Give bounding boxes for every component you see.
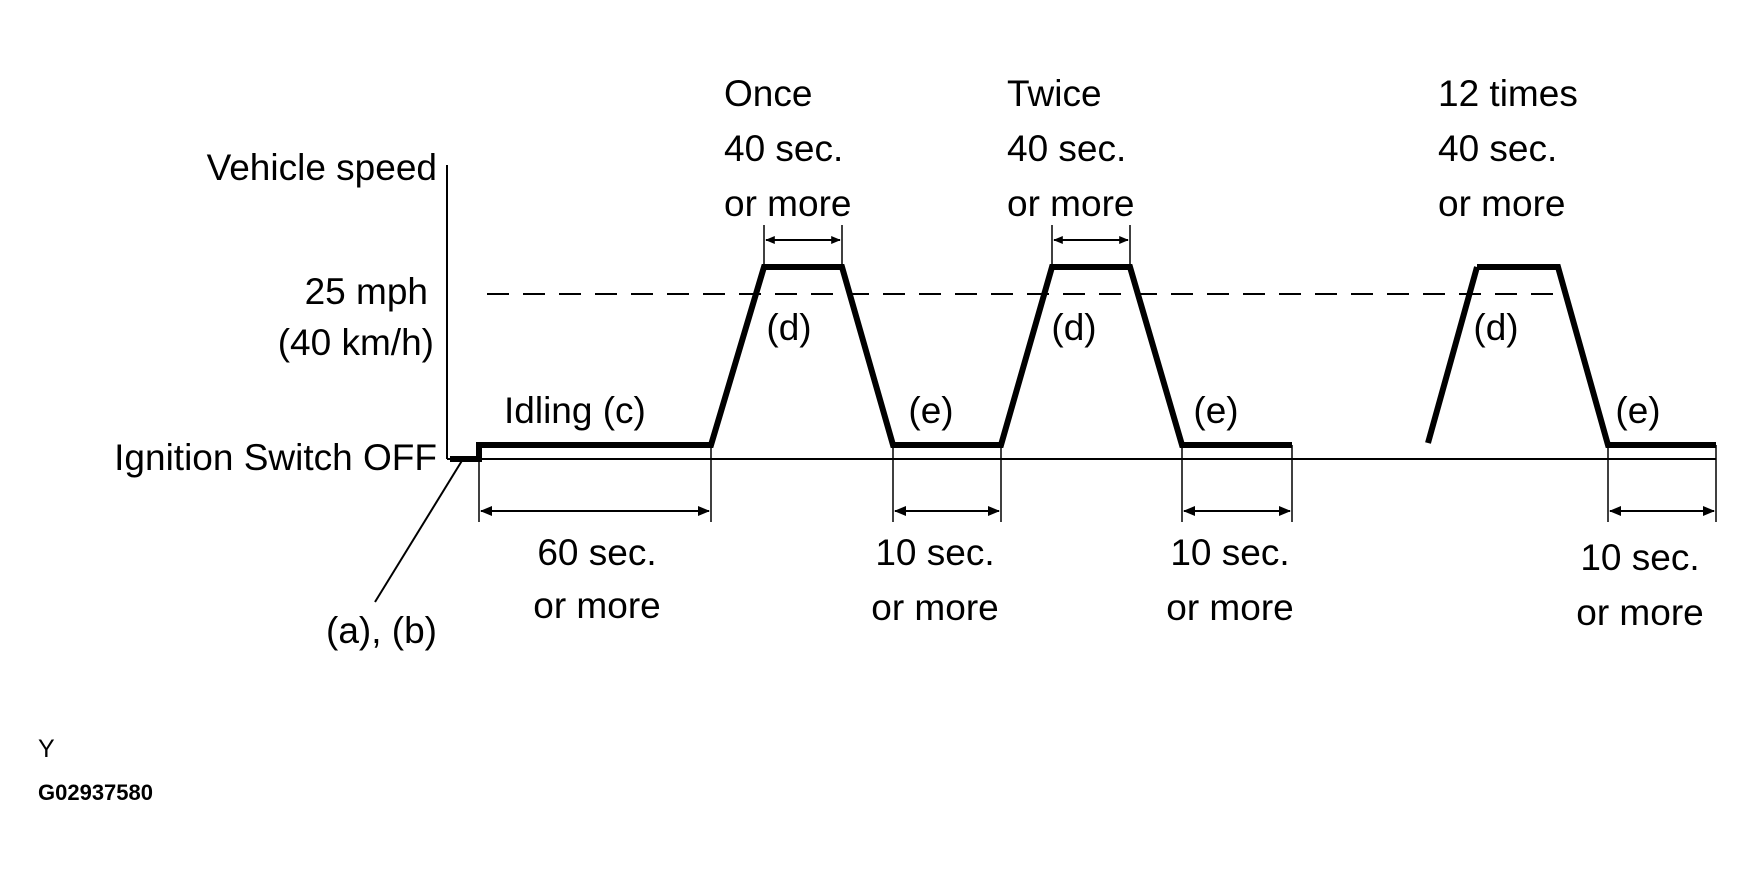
cycle-2-duration-line1: 40 sec.: [1007, 128, 1126, 169]
stop-1-duration-line2: or more: [871, 587, 998, 628]
stop-2-duration-line1: 10 sec.: [1170, 532, 1289, 573]
speed-profile-resume: [1425, 266, 1480, 444]
stop-2-duration-line2: or more: [1166, 587, 1293, 628]
cycle-count-12-times: 12 times: [1438, 73, 1578, 114]
speed-profile-final: [1477, 264, 1716, 448]
stop-3-duration-line2: or more: [1576, 592, 1703, 633]
baseline-label: Ignition Switch OFF: [114, 437, 437, 478]
idling-duration-line1: 60 sec.: [537, 532, 656, 573]
speed-label-kmh: (40 km/h): [278, 322, 434, 363]
cycle-1-duration-line2: or more: [724, 183, 851, 224]
stop-label-1: (e): [908, 390, 953, 431]
footer-letter: Y: [38, 735, 55, 763]
speed-label-mph: 25 mph: [305, 271, 428, 312]
cycle-2-duration-line2: or more: [1007, 183, 1134, 224]
cycle-1-duration-line1: 40 sec.: [724, 128, 843, 169]
stop-1-duration-line1: 10 sec.: [875, 532, 994, 573]
idling-label: Idling (c): [504, 390, 646, 431]
drive-label-1: (d): [766, 307, 811, 348]
start-label: (a), (b): [326, 610, 437, 651]
stop-3-duration-line1: 10 sec.: [1580, 537, 1699, 578]
y-axis-label: Vehicle speed: [207, 147, 437, 188]
cycle-3-duration-line2: or more: [1438, 183, 1565, 224]
cycle-count-once: Once: [724, 73, 812, 114]
drive-label-3: (d): [1473, 307, 1518, 348]
start-leader-line: [374, 458, 464, 603]
stop-label-2: (e): [1193, 390, 1238, 431]
idling-duration-line2: or more: [533, 585, 660, 626]
drive-label-2: (d): [1051, 307, 1096, 348]
cycle-3-duration-line1: 40 sec.: [1438, 128, 1557, 169]
cycle-count-twice: Twice: [1007, 73, 1102, 114]
stop-label-3: (e): [1615, 390, 1660, 431]
figure-id: G02937580: [38, 780, 153, 805]
